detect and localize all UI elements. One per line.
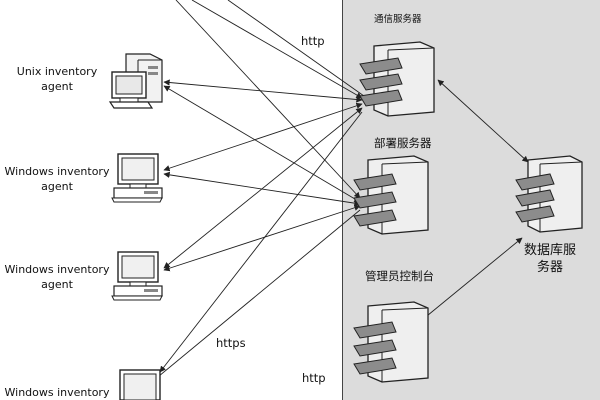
windows-pc-icon: [111, 153, 163, 203]
protocol-label-https: https: [216, 336, 246, 350]
link-top-b: [227, 0, 365, 97]
agent-label-line1: Windows inventory: [4, 386, 110, 399]
link-win3-deploy: [129, 209, 361, 400]
server-tower-icon: [515, 155, 583, 233]
link-top-comm: [191, 0, 363, 99]
agent-label-line2: agent: [41, 278, 73, 291]
agent-label-line2: agent: [41, 180, 73, 193]
server-tower-icon: [353, 155, 429, 235]
server-label-deployment: 部署服务器: [374, 136, 432, 150]
server-label-admin-console: 管理员控制台: [365, 269, 434, 283]
agent-label: Unix inventory agent: [2, 64, 112, 94]
link-admin-db: [421, 237, 523, 321]
link-top-deploy: [175, 0, 361, 199]
windows-pc-icon: [119, 369, 161, 400]
server-label-database-line2: 务器: [536, 260, 563, 275]
link-unix-comm: [163, 79, 363, 103]
link-win2-comm: [163, 107, 363, 269]
link-win3-comm: [159, 111, 363, 373]
agent-label: Windows inventory agent: [2, 164, 112, 194]
link-unix-deploy: [163, 85, 361, 203]
unix-workstation-icon: [108, 53, 163, 109]
link-win2-deploy: [163, 204, 361, 272]
agent-label-line1: Windows inventory: [4, 263, 110, 276]
protocol-label-http: http: [301, 34, 325, 48]
link-win1-comm: [163, 102, 363, 172]
server-label-database-line1: 数据库服: [523, 243, 576, 258]
agent-label-line1: Windows inventory: [4, 165, 110, 178]
agent-label-line1: Unix inventory: [16, 65, 98, 78]
protocol-label-http: http: [302, 371, 326, 385]
agent-label: Windows inventory agent: [2, 262, 112, 292]
server-label-communication: 通信服务器: [374, 14, 422, 25]
windows-pc-icon: [111, 251, 163, 301]
agent-label-line2: agent: [41, 80, 73, 93]
agent-label: Windows inventory: [2, 385, 112, 400]
server-label-database: 数据库服 务器: [500, 242, 600, 276]
server-tower-icon: [359, 41, 435, 117]
server-tower-icon: [353, 301, 429, 383]
link-comm-db: [437, 79, 529, 163]
